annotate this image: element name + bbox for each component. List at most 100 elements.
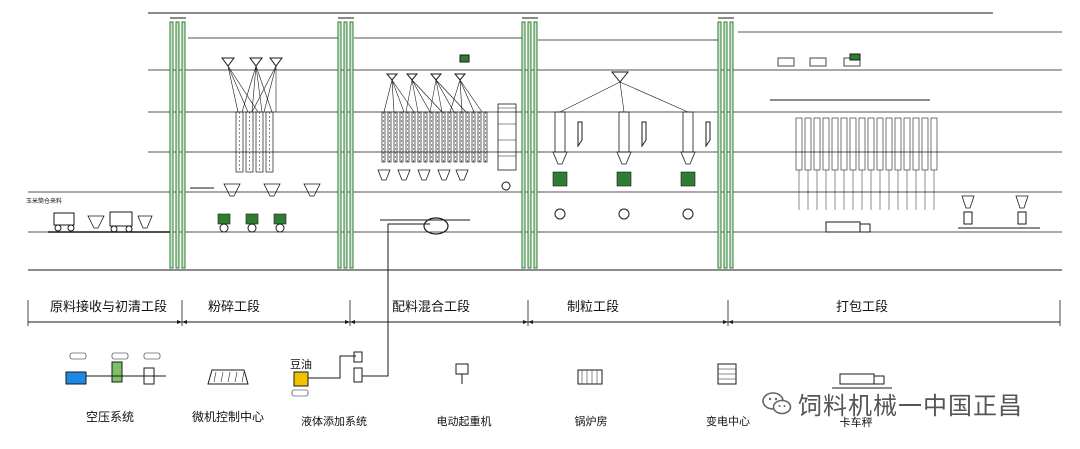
distribution-pipe xyxy=(383,79,393,113)
packing-scale xyxy=(963,211,973,225)
section-label-batching: 配料混合工段 xyxy=(392,300,471,315)
distributor xyxy=(405,73,419,81)
finished-bin xyxy=(795,117,803,171)
hopper xyxy=(397,169,411,181)
distributor xyxy=(453,73,467,81)
elevator-column xyxy=(343,21,348,269)
finished-bin xyxy=(912,117,920,171)
distribution-pipe xyxy=(227,65,249,113)
distribution-pipe xyxy=(391,79,405,113)
finished-bin xyxy=(867,117,875,171)
machine-body xyxy=(680,171,696,187)
equipment-tag xyxy=(143,352,161,360)
finished-bin xyxy=(903,117,911,171)
console-panel xyxy=(213,371,217,383)
section-arrow xyxy=(182,320,187,324)
forklift-wheel xyxy=(110,225,118,233)
elevator-column xyxy=(521,21,526,269)
crane-hoist xyxy=(455,363,469,375)
distribution-pipe xyxy=(391,79,415,113)
distributor xyxy=(429,73,443,81)
section-arrow xyxy=(728,320,733,324)
hopper xyxy=(552,151,568,165)
distribution-pipe xyxy=(255,65,263,113)
packing-scale xyxy=(1017,211,1027,225)
soybean-oil-label: 豆油 xyxy=(290,358,312,371)
console-panel xyxy=(227,371,231,383)
hopper xyxy=(87,215,105,229)
machine-body xyxy=(849,53,861,61)
section-arrow xyxy=(345,320,350,324)
forklift-wheel xyxy=(54,224,62,232)
truck-cab xyxy=(873,375,885,385)
equipment-tag xyxy=(111,352,129,360)
hopper xyxy=(303,183,321,197)
elevator-column xyxy=(169,21,174,269)
hopper xyxy=(616,151,632,165)
finished-bin xyxy=(804,117,812,171)
auxiliary-equipment xyxy=(65,223,892,397)
section-label-pelleting: 制粒工段 xyxy=(567,300,620,315)
forklift-body xyxy=(109,211,133,227)
elevator-column xyxy=(729,21,734,269)
pellet-bin xyxy=(682,111,694,153)
hopper xyxy=(961,195,975,209)
hopper xyxy=(1015,195,1029,209)
equipment-tag xyxy=(291,389,309,397)
floor-lines xyxy=(28,12,1062,271)
distribution-pipe xyxy=(227,65,259,113)
oil-pipe xyxy=(308,355,356,379)
aux-label-air: 空压系统 xyxy=(85,410,135,424)
distributor xyxy=(385,73,399,81)
hopper xyxy=(417,169,431,181)
finished-bin xyxy=(840,117,848,171)
elevator-columns xyxy=(169,17,734,269)
hopper xyxy=(137,215,153,229)
machine-body xyxy=(273,213,287,225)
hopper xyxy=(455,169,469,181)
distribution-pipe xyxy=(459,79,463,113)
distribution-pipe xyxy=(411,79,431,113)
section-label-grinding: 粉碎工段 xyxy=(208,300,261,315)
truck-trailer xyxy=(839,373,875,385)
finished-bin xyxy=(921,117,929,171)
oil-tank xyxy=(293,371,309,387)
distribution-pipe xyxy=(449,79,461,113)
elevator-column xyxy=(533,21,538,269)
distribution-pipe xyxy=(619,81,625,113)
distribution-pipe xyxy=(241,65,257,113)
oil-heater xyxy=(353,351,363,363)
screener xyxy=(777,57,795,67)
finished-bin xyxy=(930,117,938,171)
console-panel xyxy=(220,371,224,383)
machine-body xyxy=(459,54,470,63)
pellet-bin xyxy=(554,111,566,153)
distribution-pipe xyxy=(251,65,277,113)
wechat-icon xyxy=(762,391,792,414)
aux-label-power: 变电中心 xyxy=(706,415,750,428)
cooler xyxy=(618,208,630,220)
machine-body xyxy=(616,171,632,187)
watermark: 饲料机械一中国正昌 xyxy=(762,386,1023,421)
control-console xyxy=(207,369,249,385)
micro-bin-tower xyxy=(497,103,517,171)
cooler xyxy=(554,208,566,220)
finished-bin xyxy=(885,117,893,171)
machine-body xyxy=(552,171,568,187)
equipment-group xyxy=(48,31,1062,235)
hopper xyxy=(263,183,281,197)
distributor xyxy=(221,57,235,67)
distribution-pipe xyxy=(459,79,483,113)
aux-label-boiler: 锅炉房 xyxy=(574,415,608,428)
elevator-column xyxy=(527,21,532,269)
finished-bin xyxy=(822,117,830,171)
distribution-pipe xyxy=(435,79,467,113)
distribution-pipe xyxy=(411,79,419,113)
corn-silo-label: 玉米筒仓来料 xyxy=(26,198,63,205)
aux-label-liquid: 液体添加系统 xyxy=(301,415,367,428)
console-panel xyxy=(234,371,238,383)
hopper xyxy=(223,183,241,197)
section-arrow xyxy=(523,320,528,324)
elevator-column xyxy=(337,21,342,269)
